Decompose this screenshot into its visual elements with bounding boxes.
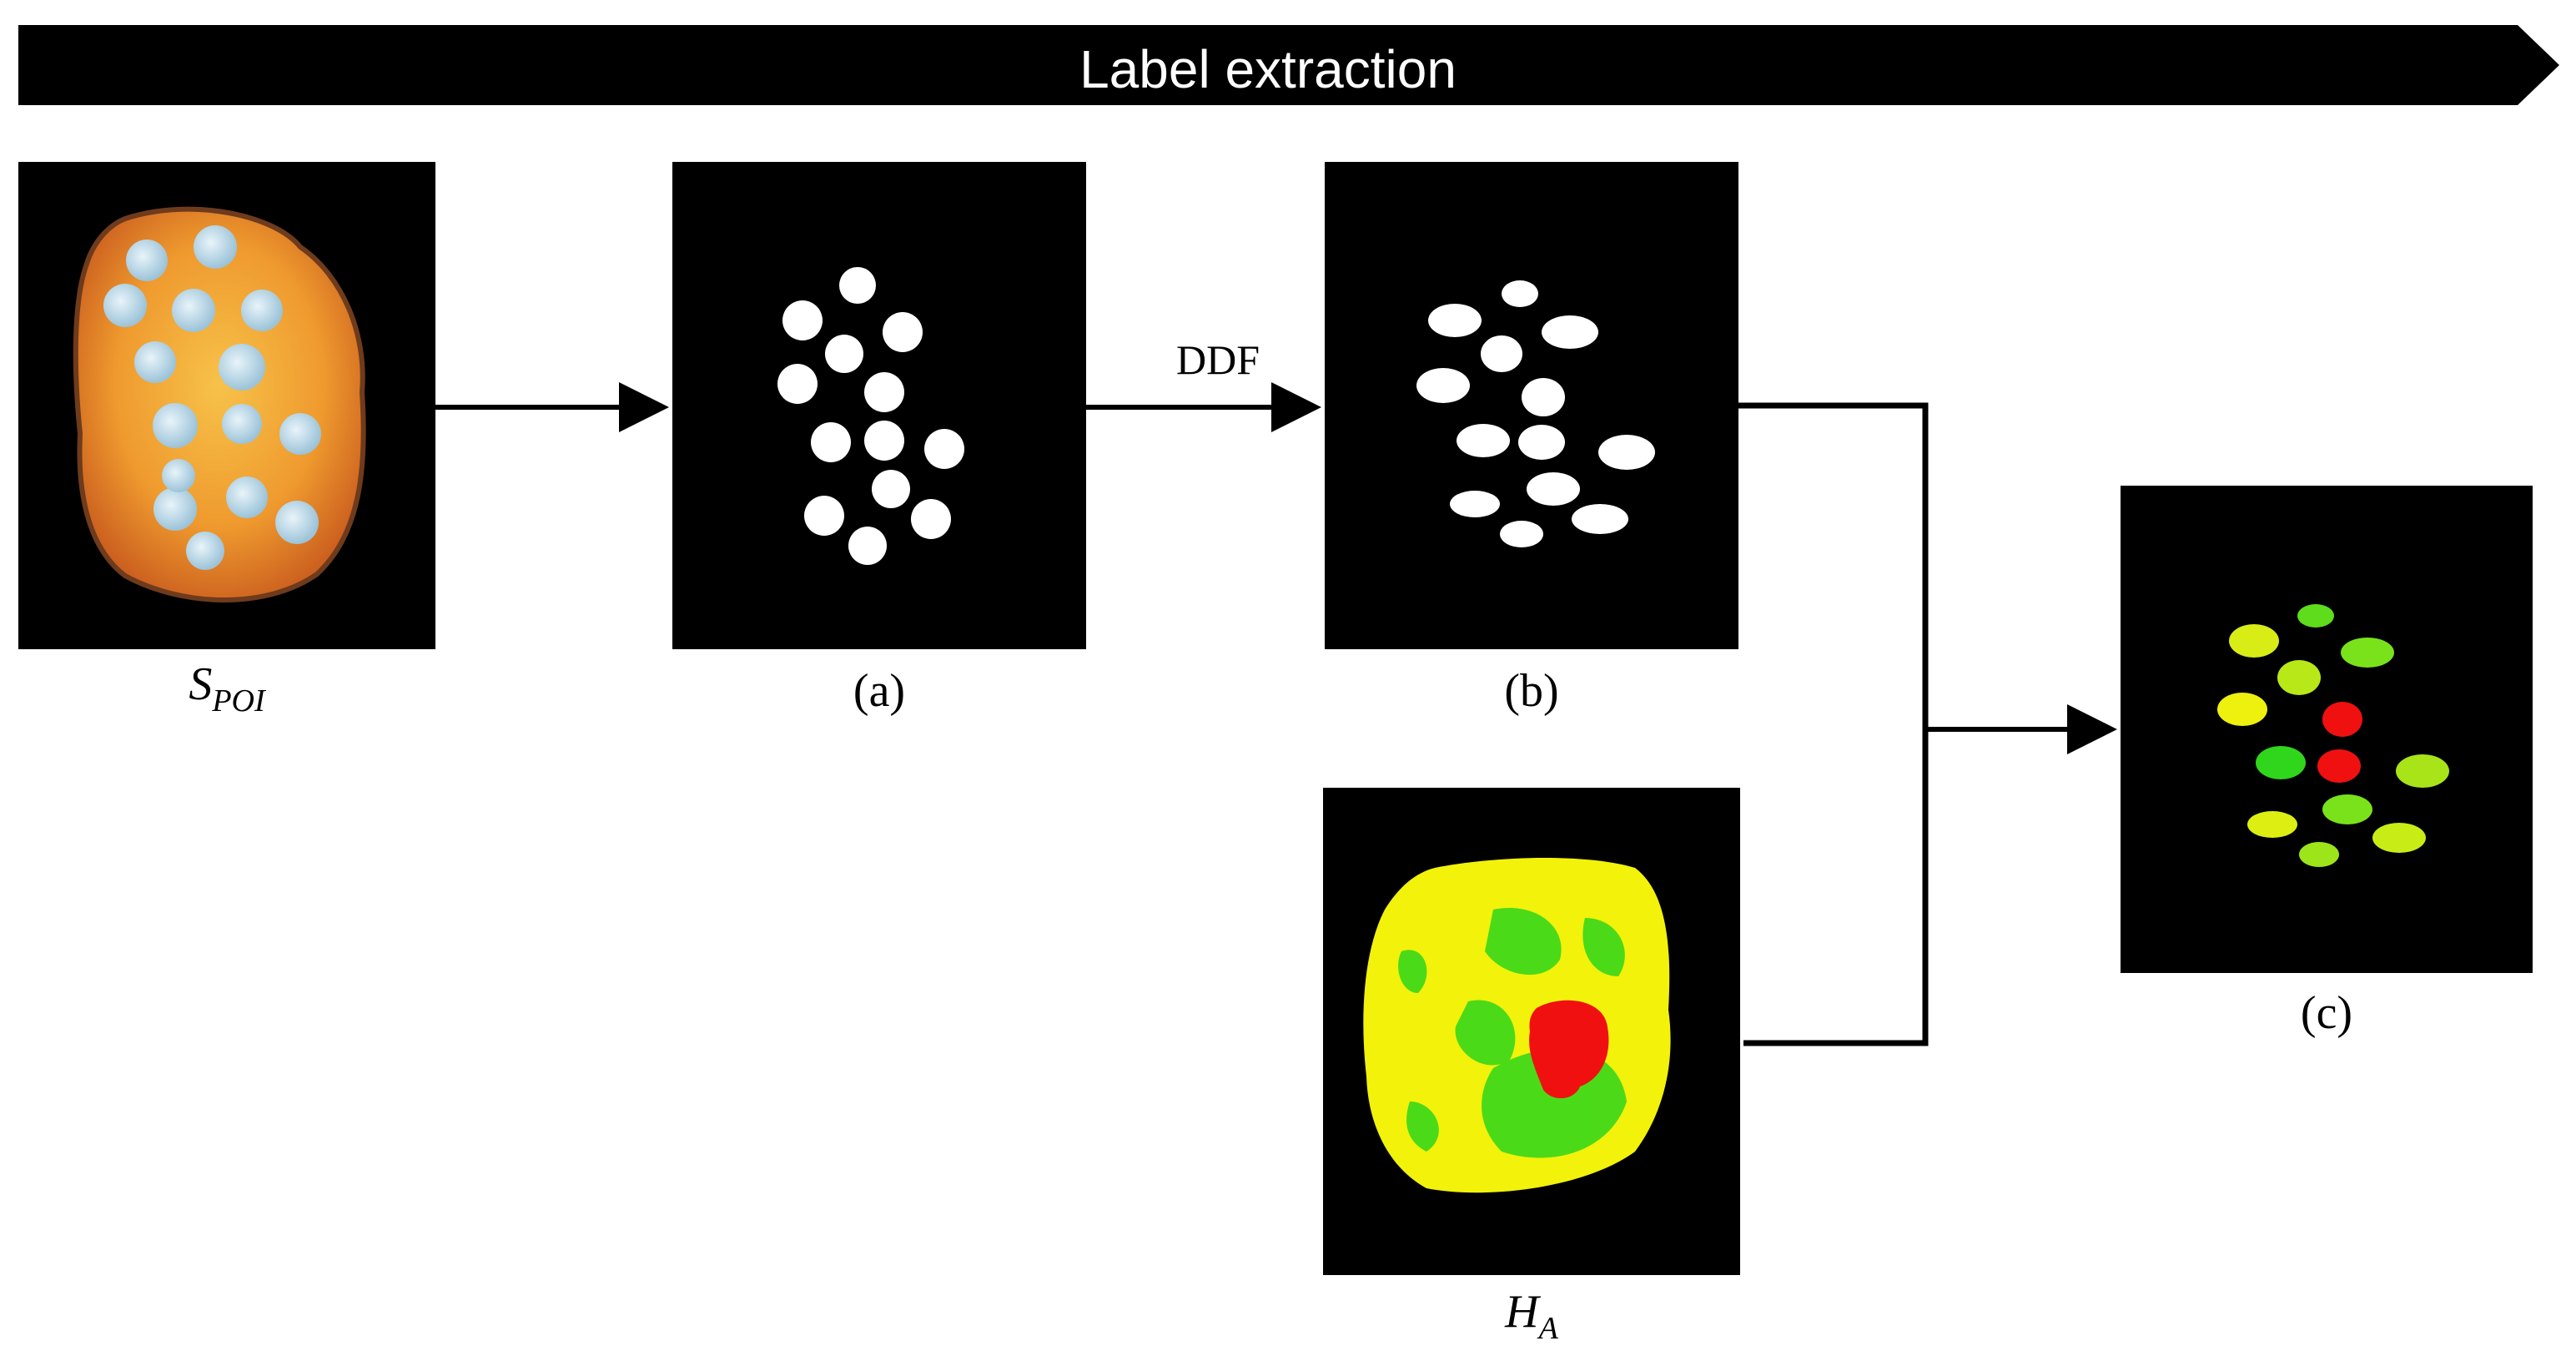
panel-spoi [18,162,435,649]
caption-ha-main: H [1505,1286,1539,1338]
extracted-labels-map [2217,604,2449,867]
banner-label: Label extraction [1079,39,1457,99]
caption-spoi: SPOI [18,661,435,717]
panel-a [672,162,1086,649]
caption-a: (a) [853,665,906,717]
connector-b-ha-to-c [1738,402,2117,1046]
histology-annotation-map [1363,857,1671,1193]
binary-mask-a [777,267,964,565]
panel-c [2121,486,2533,973]
binary-mask-b [1416,280,1655,547]
panel-ha [1323,788,1740,1275]
caption-c: (c) [2300,987,2353,1039]
caption-ha-sub: A [1538,1311,1558,1346]
tissue-sample-image [73,206,366,602]
caption-ha: HA [1323,1288,1740,1344]
panel-b [1325,162,1738,649]
caption-spoi-main: S [189,658,213,710]
caption-spoi-sub: POI [212,683,265,718]
caption-b: (b) [1504,665,1559,717]
banner-arrow [18,25,2559,105]
ddf-label: DDF [1175,336,1260,383]
